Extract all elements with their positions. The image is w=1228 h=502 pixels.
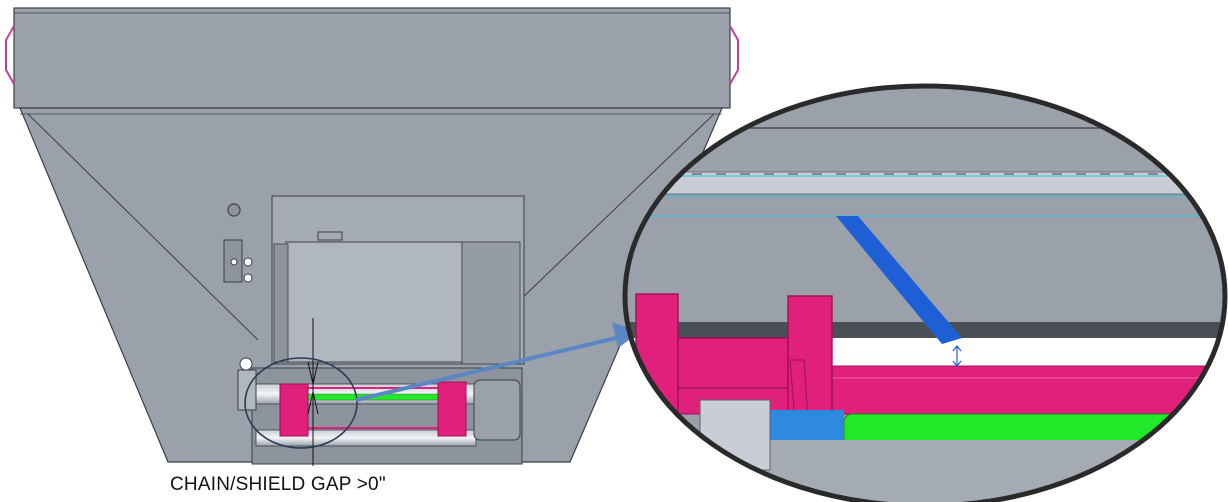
chain-link-plate xyxy=(677,337,789,389)
right-handle xyxy=(729,25,739,85)
gap-dimension-arrow-icon xyxy=(952,345,962,367)
port-white xyxy=(239,357,253,371)
lower-housing xyxy=(625,440,1225,502)
sensor-port-2 xyxy=(243,273,253,283)
hopper-main-view xyxy=(5,7,739,466)
sensor-port-1 xyxy=(243,257,253,267)
hopper-lid xyxy=(13,7,731,109)
sprocket-left xyxy=(279,383,309,437)
magnify-circle-icon xyxy=(244,357,358,449)
gearbox-cover xyxy=(285,241,463,363)
callout-arrow-icon xyxy=(355,322,640,402)
left-handle xyxy=(5,25,15,85)
drive-hub xyxy=(473,379,521,441)
zoom-circle-border xyxy=(622,83,1228,502)
gap-caption: CHAIN/SHIELD GAP >0" xyxy=(170,474,386,495)
sprocket-right xyxy=(437,381,467,437)
side-bracket-right xyxy=(461,241,521,365)
shield-plate xyxy=(625,322,1225,338)
body-inner-edge-right xyxy=(519,113,715,301)
sensor-port-3 xyxy=(230,258,238,266)
gap-dimension-arrow-icon xyxy=(307,361,319,415)
blue-bearing xyxy=(770,410,844,440)
body-inner-edge-left xyxy=(27,113,259,341)
cover-handle xyxy=(317,231,343,241)
gap-marker xyxy=(836,216,962,344)
zoom-detail-view xyxy=(622,83,1228,502)
zoom-bar-top xyxy=(625,171,1225,195)
side-bracket-left xyxy=(273,243,289,363)
grease-fitting xyxy=(227,203,241,217)
